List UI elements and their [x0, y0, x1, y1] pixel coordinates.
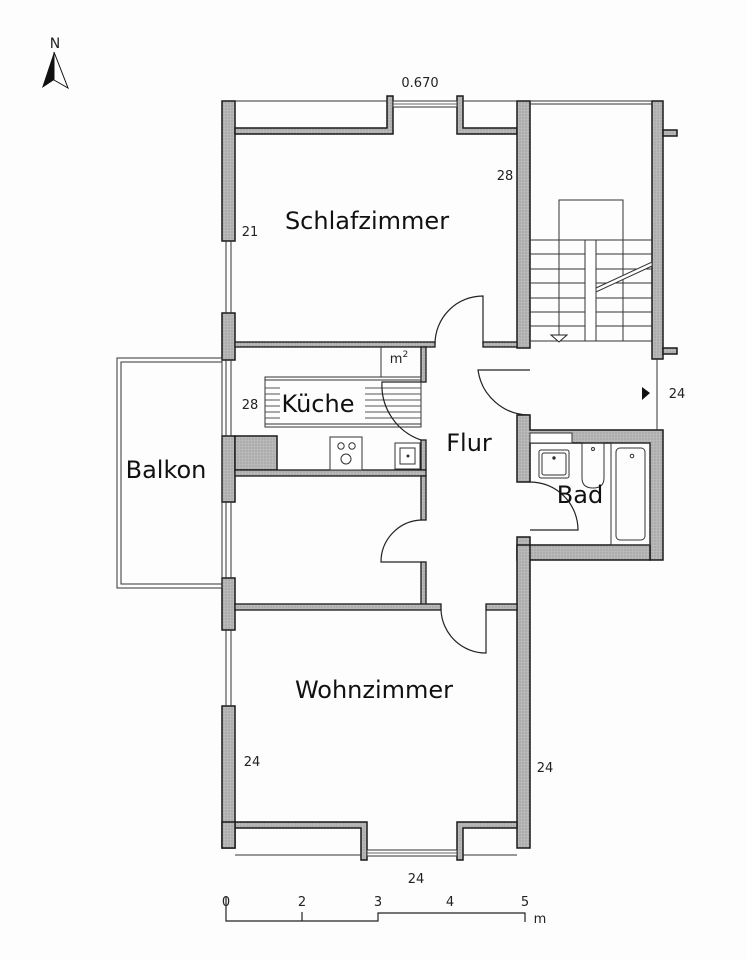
- scale-tick-5: 5: [521, 895, 529, 910]
- dim-wohn-bottom: 24: [408, 872, 425, 887]
- bottom-window: [366, 849, 458, 857]
- dim-wohn-right: 24: [537, 761, 554, 776]
- room-label-flur: Flur: [446, 429, 492, 457]
- dim-top-window: 0.670: [401, 76, 438, 91]
- walls: [221, 95, 678, 861]
- room-label-schlafzimmer: Schlafzimmer: [285, 207, 449, 235]
- balcony: [116, 357, 223, 589]
- kitchen-counter: [264, 347, 422, 428]
- facade-lines: [225, 100, 658, 856]
- north-arrow-icon: N: [42, 36, 69, 90]
- staircase: [530, 199, 653, 343]
- dim-schlaf-left: 21: [242, 225, 259, 240]
- bathroom-fixtures: [529, 432, 651, 546]
- dim-schlaf-right: 28: [497, 169, 514, 184]
- dim-kueche-left: 28: [242, 398, 259, 413]
- room-label-bad: Bad: [557, 481, 603, 509]
- room-label-balkon: Balkon: [126, 456, 207, 484]
- scale-tick-0: 0: [222, 895, 230, 910]
- dim-stair-side: 24: [669, 387, 686, 402]
- compass-label: N: [50, 36, 60, 52]
- scale-unit: m: [534, 912, 547, 927]
- interior-walls: [234, 341, 518, 611]
- dim-kueche-area: m2: [390, 350, 408, 367]
- room-label-kueche: Küche: [282, 390, 355, 418]
- scale-tick-4: 4: [446, 895, 454, 910]
- scale-tick-2: 2: [298, 895, 306, 910]
- sink-icon: [394, 442, 421, 470]
- doors: [380, 295, 579, 654]
- top-window: [392, 100, 458, 108]
- stove-icon: [329, 436, 363, 471]
- entry-arrow-icon: [642, 387, 650, 400]
- scale-tick-3: 3: [374, 895, 382, 910]
- dim-wohn-left: 24: [244, 755, 261, 770]
- room-label-wohnzimmer: Wohnzimmer: [295, 676, 453, 704]
- scale-bar: 0 2 3 4 5 m: [222, 895, 546, 927]
